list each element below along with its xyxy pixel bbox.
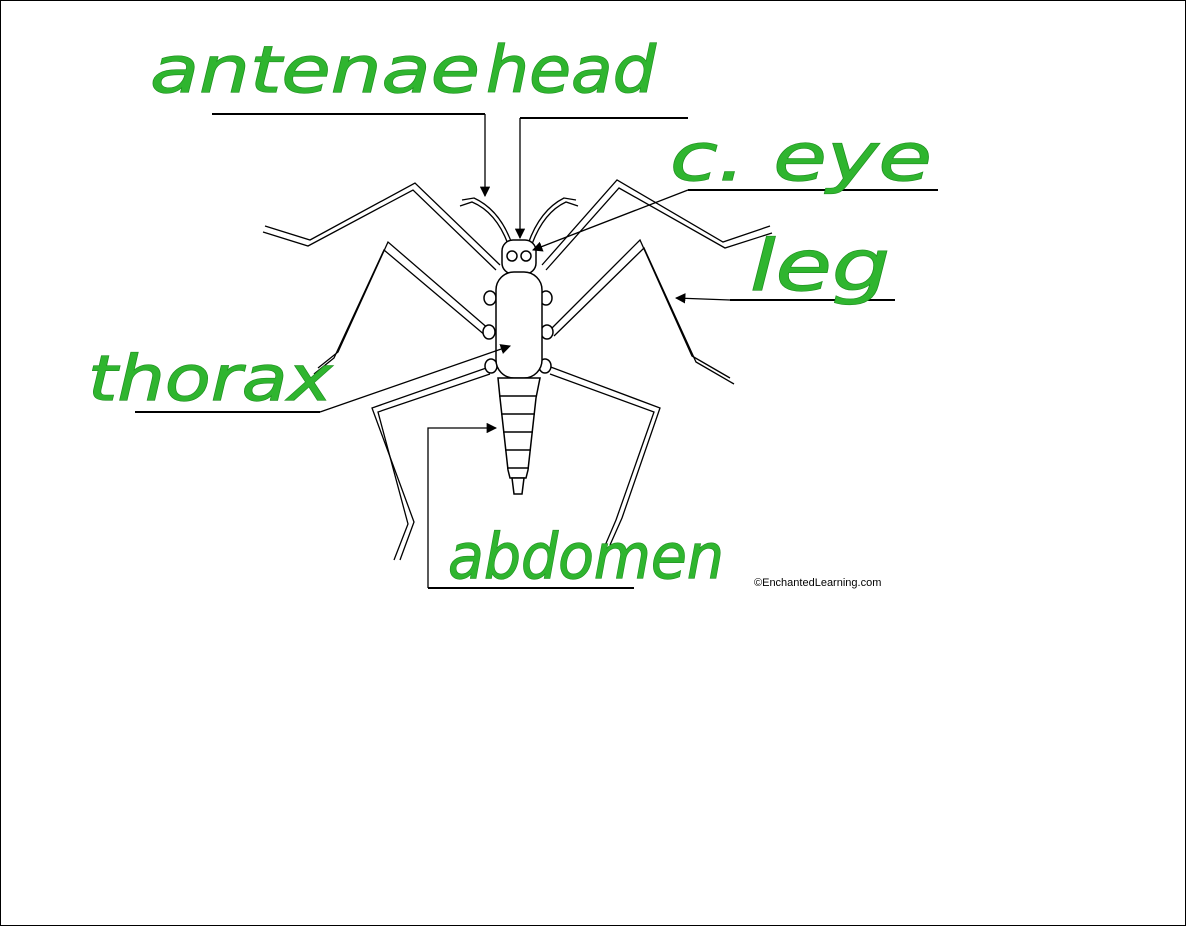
right-eye-icon: [521, 251, 531, 261]
insect-antennae: [460, 198, 578, 244]
label-compound-eye: c. eye: [670, 119, 932, 196]
label-antennae: antenae: [150, 34, 480, 108]
label-abdomen: abdomen: [448, 520, 724, 593]
mid-left-leg: [318, 242, 490, 368]
mid-right-leg: [550, 240, 730, 378]
insect-thorax: [496, 272, 542, 378]
insect-body: [483, 240, 553, 494]
copyright-credit: ©EnchantedLearning.com: [754, 577, 881, 589]
label-head: head: [486, 34, 656, 108]
label-thorax: thorax: [88, 342, 334, 415]
insect-abdomen: [498, 378, 540, 478]
label-leg: leg: [750, 225, 890, 307]
hind-right-leg: [548, 366, 660, 545]
left-eye-icon: [507, 251, 517, 261]
